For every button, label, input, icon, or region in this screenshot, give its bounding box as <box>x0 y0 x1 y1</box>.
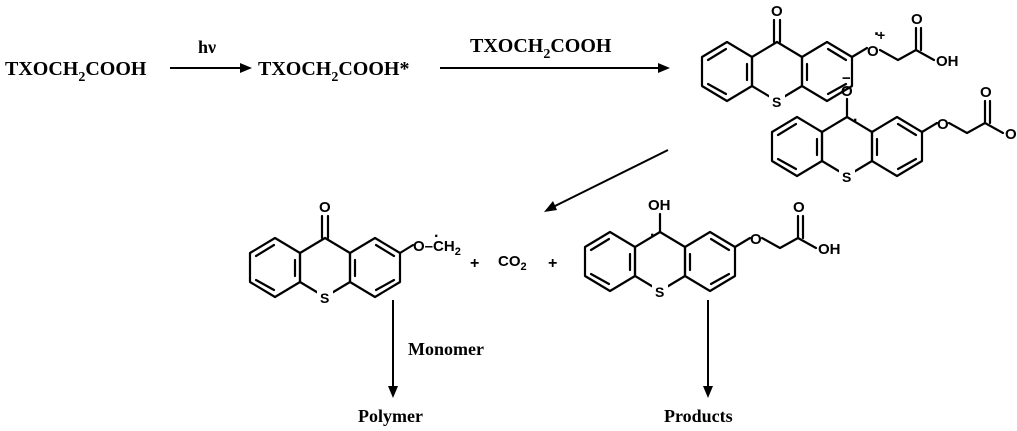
svg-text:O: O <box>980 84 992 101</box>
svg-text:O: O <box>793 199 805 216</box>
svg-text:·: · <box>650 227 655 244</box>
svg-text:OH: OH <box>1005 126 1017 143</box>
fragmentation-arrow-shaft <box>552 149 669 208</box>
svg-text:S: S <box>655 284 664 300</box>
svg-text:O: O <box>911 11 923 28</box>
products-label: Products <box>664 406 733 426</box>
methylene-radical-structure: S O O–CH2 · <box>248 199 461 306</box>
reactant-formula: TXOCH2COOH <box>5 58 147 85</box>
electron-transfer-arrow-head <box>658 63 670 73</box>
svg-text:S: S <box>320 290 329 306</box>
radical-anion-structure: S O − · O O OH <box>770 70 1017 185</box>
radical-cation-structure: S O O + · O OH <box>700 3 959 110</box>
svg-text:O: O <box>771 3 783 20</box>
svg-text:O: O <box>937 116 949 133</box>
plus-sign-1: + <box>470 255 479 272</box>
hv-arrow-head <box>240 63 252 73</box>
svg-text:O: O <box>841 83 853 100</box>
svg-text:·: · <box>853 112 858 129</box>
svg-text:OH: OH <box>936 53 959 70</box>
polymerization-arrow-head <box>388 386 398 398</box>
svg-text:O: O <box>750 231 762 248</box>
svg-text:OH: OH <box>818 241 841 258</box>
svg-text:O: O <box>867 43 879 60</box>
svg-text:·: · <box>874 24 880 44</box>
plus-sign-2: + <box>548 255 557 272</box>
reagent-formula: TXOCH2COOH <box>470 35 612 62</box>
fragmentation-arrow-head <box>544 201 557 212</box>
svg-text:−: − <box>842 70 851 87</box>
svg-text:+: + <box>877 27 885 43</box>
monomer-label: Monomer <box>408 339 484 359</box>
svg-text:O–CH2: O–CH2 <box>413 238 461 258</box>
products-arrow-head <box>703 386 713 398</box>
svg-text:O: O <box>319 199 331 216</box>
hv-label: hν <box>198 37 216 57</box>
svg-text:S: S <box>842 169 851 185</box>
svg-text:OH: OH <box>648 197 671 214</box>
co2-formula: CO2 <box>498 253 527 273</box>
svg-text:S: S <box>772 94 781 110</box>
excited-formula: TXOCH2COOH* <box>258 58 409 85</box>
svg-text:·: · <box>434 228 439 245</box>
polymer-label: Polymer <box>358 406 423 426</box>
ketyl-radical-structure: S OH · O O OH <box>583 197 841 300</box>
